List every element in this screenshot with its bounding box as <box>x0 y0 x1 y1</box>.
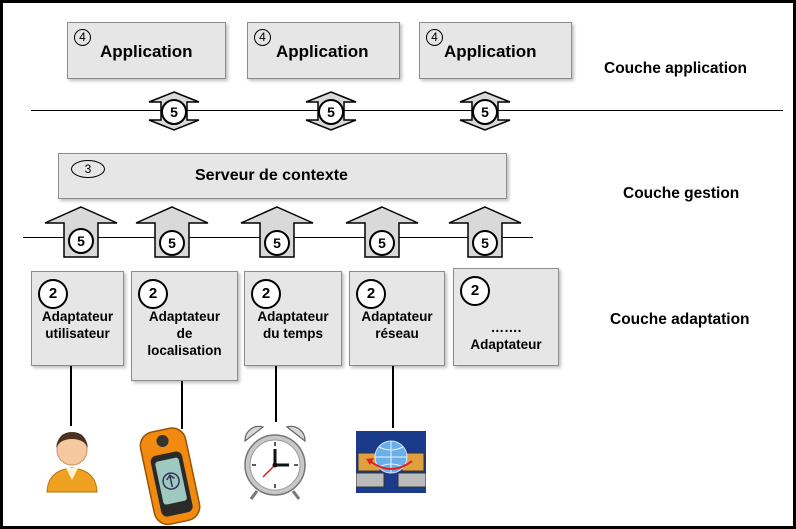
arrow-number: 5 <box>472 99 498 125</box>
application-label: Application <box>100 42 193 61</box>
adapter-box: 2 Adaptateur utilisateur <box>31 271 124 366</box>
adapter-number: 2 <box>38 279 68 309</box>
arrow-number: 5 <box>159 230 185 256</box>
bidirectional-arrow: 5 <box>147 91 201 131</box>
arrow-number: 5 <box>68 228 94 254</box>
adapter-number: 2 <box>251 279 281 309</box>
application-label: Application <box>276 42 369 61</box>
up-arrow: 5 <box>134 206 210 258</box>
layer-separator-top <box>31 110 783 111</box>
adapter-number: 2 <box>460 276 490 306</box>
up-arrow: 5 <box>43 206 119 258</box>
bidirectional-arrow: 5 <box>304 91 358 131</box>
context-server-label: Serveur de contexte <box>195 167 348 184</box>
layer-label-gestion: Couche gestion <box>623 185 740 202</box>
adapter-box: 2 Adaptateur réseau <box>349 271 445 366</box>
connector-line <box>181 381 183 429</box>
bidirectional-arrow: 5 <box>458 91 512 131</box>
arrow-number: 5 <box>318 99 344 125</box>
network-computers-icon <box>356 431 426 493</box>
arrow-number: 5 <box>369 230 395 256</box>
application-box: 4 Application <box>67 22 226 79</box>
adapter-box: 2 ……. Adaptateur <box>453 268 559 366</box>
application-number: 4 <box>74 29 91 46</box>
adapter-label: ……. Adaptateur <box>470 320 542 352</box>
layer-label-application: Couche application <box>604 60 747 77</box>
context-server-number: 3 <box>71 160 105 178</box>
up-arrow: 5 <box>239 206 315 258</box>
adapter-box: 2 Adaptateur de localisation <box>131 271 238 381</box>
user-icon <box>44 426 100 494</box>
arrow-number: 5 <box>264 230 290 256</box>
connector-line <box>275 366 277 422</box>
adapter-label: Adaptateur de localisation <box>147 309 222 358</box>
up-arrow: 5 <box>447 206 523 258</box>
adapter-label: Adaptateur utilisateur <box>41 309 114 341</box>
adapter-label: Adaptateur réseau <box>361 309 433 341</box>
application-box: 4 Application <box>419 22 572 79</box>
connector-line <box>392 366 394 428</box>
gps-device-icon <box>133 423 209 526</box>
arrow-number: 5 <box>472 230 498 256</box>
arrow-number: 5 <box>161 99 187 125</box>
connector-line <box>70 366 72 426</box>
adapter-number: 2 <box>138 279 168 309</box>
adapter-number: 2 <box>356 279 386 309</box>
application-box: 4 Application <box>247 22 400 79</box>
context-server-box: 3 Serveur de contexte <box>58 153 507 199</box>
application-number: 4 <box>254 29 271 46</box>
adapter-box: 2 Adaptateur du temps <box>244 271 342 366</box>
application-number: 4 <box>426 29 443 46</box>
up-arrow: 5 <box>344 206 420 258</box>
alarm-clock-icon <box>237 421 313 501</box>
application-label: Application <box>444 42 537 61</box>
layer-label-adaptation: Couche adaptation <box>610 311 750 328</box>
adapter-label: Adaptateur du temps <box>257 309 329 341</box>
